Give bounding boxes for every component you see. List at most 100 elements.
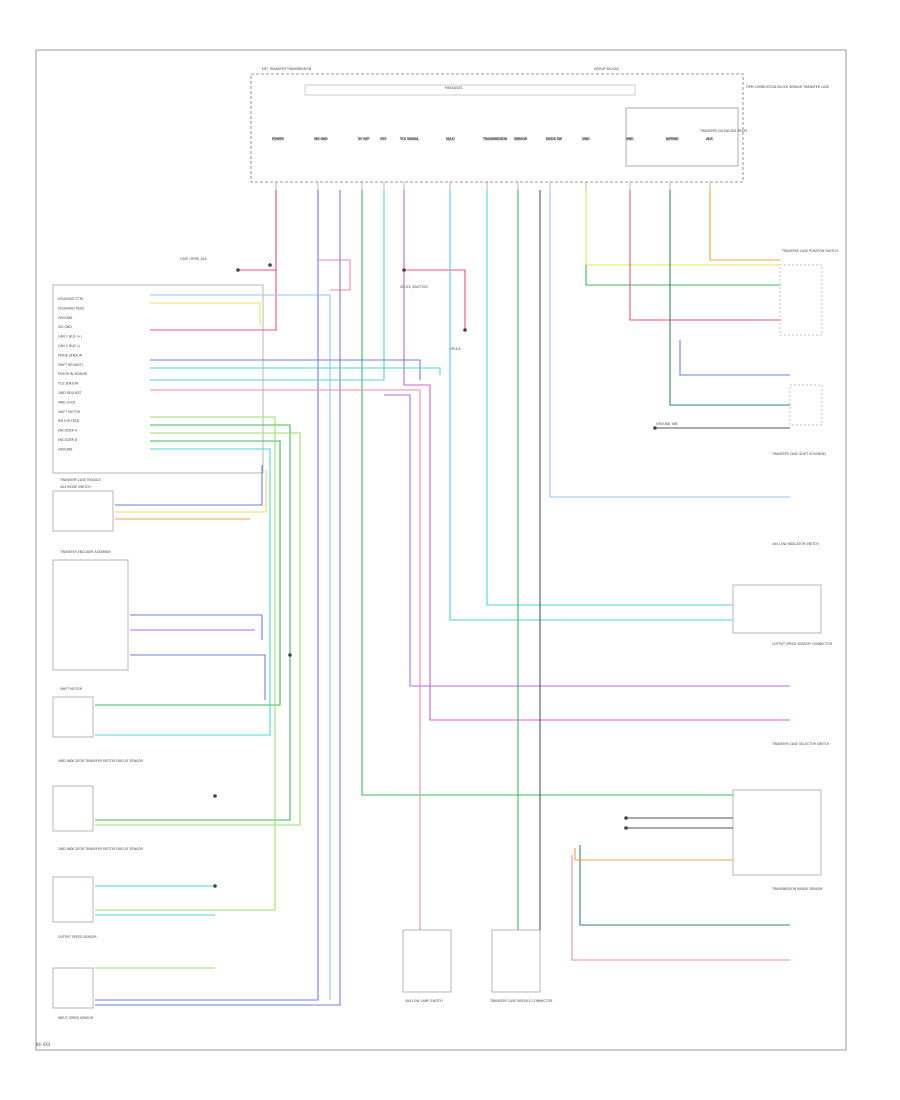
connector-rows: SOLENOID CTRL SOLENOID FEED GROUND SIG GND C… xyxy=(57,297,88,451)
module-pin-label: AUX xyxy=(706,137,714,141)
connector-row-label: CAN C BUS (-) xyxy=(58,344,80,348)
splice-dot xyxy=(288,653,292,657)
wire-yellow xyxy=(585,190,780,266)
module-pin-label: TCS SIGNAL xyxy=(399,137,419,141)
wire-orange xyxy=(574,848,733,861)
wire-dkgreen xyxy=(579,845,790,926)
right-low-connector xyxy=(732,789,822,876)
module-inner-relay xyxy=(625,107,739,167)
connector-row-label: ENCODER B xyxy=(58,438,77,442)
wire-blue xyxy=(95,190,319,1001)
connector-row-label: SHIFT REQUEST xyxy=(58,363,83,367)
module-left-title: ENT TRANSFER TRANSMISSION xyxy=(262,67,312,71)
splice-dots xyxy=(213,263,657,888)
connector-row-label: TCS SENSOR xyxy=(57,382,79,386)
splice-dot xyxy=(213,794,217,798)
module-pin-label: 5V REF xyxy=(358,137,369,141)
sensor-out-block xyxy=(52,876,94,923)
wire-red xyxy=(238,190,277,271)
page-frame xyxy=(35,49,847,1051)
wires xyxy=(95,190,790,1006)
wire-dkgreen xyxy=(669,190,790,406)
wire-magenta xyxy=(403,190,790,721)
wire-cyan xyxy=(150,367,441,375)
connector-row-label: ENCODER A xyxy=(58,429,78,433)
wire-pink xyxy=(150,389,421,930)
fuse-label: FUSE (TIPM) 20A xyxy=(180,257,207,261)
right-mid2-label: 4X4 LOW INDICATOR SWITCH xyxy=(772,542,819,546)
module-pin-label: HI/LO xyxy=(446,137,455,141)
right-top-switch xyxy=(779,264,823,336)
connector-row-label: SOLENOID CTRL xyxy=(58,297,84,301)
wire-blue xyxy=(130,654,266,700)
wire-pink xyxy=(571,855,790,961)
right-mid-label: TRANSFER CASE SHIFT SOLENOID xyxy=(771,452,826,456)
module-pin-label: N/PRND xyxy=(666,137,679,141)
sensor-in-label: INPUT SPEED SENSOR xyxy=(58,1016,94,1020)
sensor-2wd-block xyxy=(52,785,94,832)
motor-label: SHIFT MOTOR xyxy=(60,687,83,691)
encoder-block xyxy=(52,559,129,671)
splice-dot xyxy=(624,816,628,820)
connector-row-label: GROUND xyxy=(58,447,73,451)
right-mid-solenoid xyxy=(789,384,823,426)
module-right-title: GROUP BLOCKS xyxy=(594,67,619,71)
module-pin-label: POWER xyxy=(272,137,285,141)
splice-dot xyxy=(653,426,657,430)
wire-blue xyxy=(130,614,263,640)
wire-cyan xyxy=(150,190,385,381)
module-side-label: TIPM COMBUSTION BLOCK SENSOR TRANSFER CA… xyxy=(745,85,829,89)
sensor-4wd-label: 4WD INDICATOR TRANSFER MOTOR CIRCUIT SEN… xyxy=(58,759,143,763)
splice-dot xyxy=(236,268,240,272)
wire-lime xyxy=(95,432,301,826)
wire-cyan xyxy=(449,190,733,621)
right-conn-label: OUTPUT SPEED SENSOR CONNECTOR xyxy=(772,642,833,646)
wire-orange xyxy=(709,190,780,261)
wire-red xyxy=(629,190,780,321)
connector-row-label: SHIFT MOTOR xyxy=(58,410,81,414)
wire-yellow xyxy=(150,302,261,325)
encoder-label: TRANSFER ENCODER ASSEMBLY xyxy=(59,550,111,554)
wire-purple xyxy=(384,394,790,687)
footer-label: W/ 4X4 xyxy=(36,1042,51,1047)
wire-blue xyxy=(679,340,790,376)
connector-row-label: 4WD LOCK xyxy=(58,400,76,404)
ground-label: GROUND TAB xyxy=(656,422,677,426)
connector-row-label: SOLENOID FEED xyxy=(58,306,84,310)
wire-lime xyxy=(95,416,276,911)
wire-pink xyxy=(317,190,351,291)
right-connector xyxy=(732,584,822,634)
connector-row-label: CAN C BUS (+) xyxy=(58,335,82,339)
transfer-case-module xyxy=(250,73,744,183)
module-pin-label: 4WD xyxy=(626,137,634,141)
wire-ltblue xyxy=(549,190,790,498)
connector-row-label: POSITION SENSOR xyxy=(58,372,88,376)
module-bus-label: MESSAGES xyxy=(445,86,463,90)
wire-ltblue xyxy=(150,294,331,1000)
right-bottom-label: TRANSMISSION RANGE SENSOR xyxy=(771,887,823,891)
connector-row-label: 2WD REQUEST xyxy=(58,391,82,395)
wire-red xyxy=(150,190,277,331)
mode-switch-label: 4X4 MODE SWITCH xyxy=(60,485,91,489)
left-connector-header: TRANSFER CASE MODULE xyxy=(59,478,101,482)
module-pin-label: MODE SW xyxy=(546,137,563,141)
wire-green xyxy=(361,190,733,796)
bottom-block-2 xyxy=(491,929,541,993)
wire-blue xyxy=(95,190,341,1006)
mode-switch-block xyxy=(52,490,114,532)
module-pin-label: TRANSMISSION xyxy=(482,137,508,141)
wire-cyan xyxy=(95,448,271,736)
wire-blue xyxy=(150,359,421,380)
module-pin-label: SENSOR xyxy=(514,137,528,141)
sensor-out-label: OUTPUT SPEED SENSOR xyxy=(58,935,97,939)
module-relay-label: TRANSFER SOLENOIDS RELAY xyxy=(699,129,747,133)
splice-dot xyxy=(213,884,217,888)
wire-blue xyxy=(115,465,263,506)
sensor-4wd-block xyxy=(52,696,94,738)
module-pin-label: 2WD xyxy=(582,137,590,141)
connector-row-label: SIG GND xyxy=(58,325,72,329)
module-pin-label: SIG GND xyxy=(314,137,328,141)
wire-cyan xyxy=(486,190,733,606)
